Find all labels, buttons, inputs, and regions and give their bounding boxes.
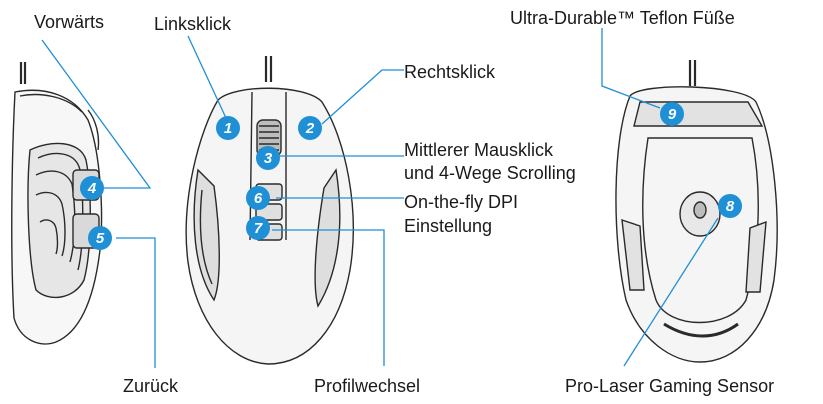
badge-8-sensor: 8 [718,194,742,218]
label-mittlerer-line1: Mittlerer Mausklick [404,140,554,160]
svg-text:2: 2 [305,120,315,137]
svg-text:3: 3 [264,150,273,167]
label-vorwaerts: Vorwärts [34,12,105,32]
bottom-view-mouse [615,60,778,363]
leader-lines [41,28,719,368]
leader-vorwaerts [41,39,152,189]
leader-zurueck [116,237,156,368]
badge-7-profile: 7 [246,216,270,240]
label-dpi-line1: On-the-fly DPI [404,192,519,212]
number-badges: 1 2 3 4 5 6 7 [80,102,742,250]
leader-profil [272,229,385,366]
leader-teflon [601,28,661,109]
leader-rechtsklick [321,69,404,125]
badge-4-forward: 4 [80,176,104,200]
leader-sensor [623,217,719,367]
label-rechtsklick: Rechtsklick [404,62,496,82]
leader-linksklick [187,35,227,119]
badge-2-right-click: 2 [298,116,322,140]
svg-text:4: 4 [87,180,97,197]
badge-3-middle-click: 3 [256,146,280,170]
label-mittlerer-line2: und 4-Wege Scrolling [404,163,576,183]
badge-1-left-click: 1 [216,116,240,140]
side-view-mouse [11,62,103,345]
svg-text:7: 7 [254,220,263,237]
badge-5-back: 5 [88,226,112,250]
badge-6-dpi: 6 [246,186,270,210]
label-zurueck: Zurück [123,376,179,396]
label-dpi-line2: Einstellung [404,216,493,236]
svg-text:1: 1 [224,120,232,137]
svg-text:8: 8 [726,198,735,215]
badge-9-teflon: 9 [660,102,684,126]
label-profilwechsel: Profilwechsel [314,376,421,396]
label-sensor: Pro-Laser Gaming Sensor [565,376,775,396]
top-view-mouse [185,56,354,365]
svg-text:5: 5 [96,230,105,247]
svg-text:9: 9 [668,106,677,123]
svg-text:6: 6 [254,190,263,207]
label-linksklick: Linksklick [154,14,232,34]
label-teflon: Ultra-Durable™ Teflon Füße [510,8,735,28]
